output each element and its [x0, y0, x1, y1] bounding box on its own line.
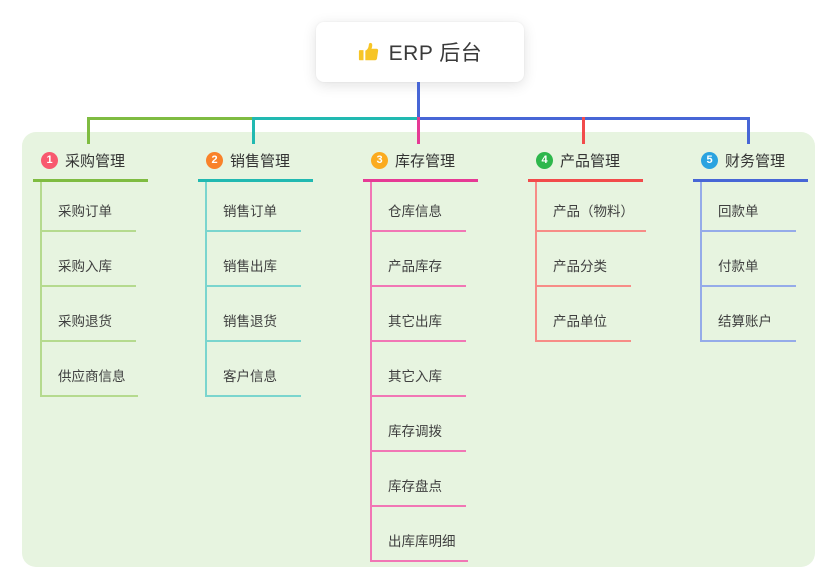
sub-item[interactable]: 出库库明细	[372, 507, 468, 562]
sub-item[interactable]: 付款单	[702, 232, 796, 287]
root-node[interactable]: ERP 后台	[316, 22, 524, 82]
branch-number-badge: 3	[371, 152, 388, 169]
branch-title[interactable]: 3 库存管理	[363, 150, 478, 182]
sub-item[interactable]: 客户信息	[207, 342, 301, 397]
connector-branch-stub	[252, 117, 255, 144]
sub-item[interactable]: 销售订单	[207, 182, 301, 232]
sub-item-list: 销售订单销售出库销售退货客户信息	[205, 182, 313, 397]
branch-title[interactable]: 1 采购管理	[33, 150, 148, 182]
branch-number-badge: 2	[206, 152, 223, 169]
connector-branch-stub	[417, 117, 420, 144]
connector-horizontal-segment	[252, 117, 418, 120]
branch-2: 2 销售管理销售订单销售出库销售退货客户信息	[198, 150, 313, 397]
sub-item[interactable]: 回款单	[702, 182, 796, 232]
branch-label: 采购管理	[65, 153, 126, 170]
connector-branch-stub	[582, 117, 585, 144]
branch-title[interactable]: 5 财务管理	[693, 150, 808, 182]
sub-item[interactable]: 销售退货	[207, 287, 301, 342]
connector-branch-stub	[87, 117, 90, 144]
branch-3: 3 库存管理仓库信息产品库存其它出库其它入库库存调拨库存盘点出库库明细	[363, 150, 478, 562]
branches-panel	[22, 132, 815, 567]
connector-horizontal-segment	[87, 117, 253, 120]
sub-item-list: 产品（物料）产品分类产品单位	[535, 182, 646, 342]
sub-item[interactable]: 供应商信息	[42, 342, 138, 397]
branch-4: 4 产品管理产品（物料）产品分类产品单位	[528, 150, 646, 342]
connector-branch-stub	[747, 117, 750, 144]
branch-number-badge: 4	[536, 152, 553, 169]
branch-5: 5 财务管理回款单付款单结算账户	[693, 150, 808, 342]
sub-item[interactable]: 仓库信息	[372, 182, 466, 232]
sub-item-list: 仓库信息产品库存其它出库其它入库库存调拨库存盘点出库库明细	[370, 182, 478, 562]
branch-title[interactable]: 4 产品管理	[528, 150, 643, 182]
branch-number-badge: 1	[41, 152, 58, 169]
sub-item[interactable]: 库存调拨	[372, 397, 466, 452]
sub-item[interactable]: 产品分类	[537, 232, 631, 287]
sub-item[interactable]: 其它入库	[372, 342, 466, 397]
sub-item[interactable]: 库存盘点	[372, 452, 466, 507]
branch-label: 销售管理	[230, 153, 291, 170]
sub-item-list: 回款单付款单结算账户	[700, 182, 808, 342]
root-label: ERP 后台	[388, 42, 483, 65]
sub-item[interactable]: 产品（物料）	[537, 182, 646, 232]
branch-label: 财务管理	[725, 153, 786, 170]
sub-item[interactable]: 其它出库	[372, 287, 466, 342]
sub-item[interactable]: 采购入库	[42, 232, 136, 287]
sub-item[interactable]: 结算账户	[702, 287, 796, 342]
branch-1: 1 采购管理采购订单采购入库采购退货供应商信息	[33, 150, 148, 397]
sub-item-list: 采购订单采购入库采购退货供应商信息	[40, 182, 148, 397]
sub-item[interactable]: 销售出库	[207, 232, 301, 287]
sub-item[interactable]: 采购退货	[42, 287, 136, 342]
branch-number-badge: 5	[701, 152, 718, 169]
connector-trunk-vertical	[417, 82, 420, 118]
sub-item[interactable]: 产品库存	[372, 232, 466, 287]
branch-label: 产品管理	[560, 153, 621, 170]
sub-item[interactable]: 产品单位	[537, 287, 631, 342]
branch-label: 库存管理	[395, 153, 456, 170]
sub-item[interactable]: 采购订单	[42, 182, 136, 232]
branch-title[interactable]: 2 销售管理	[198, 150, 313, 182]
thumbs-up-icon	[358, 41, 380, 63]
